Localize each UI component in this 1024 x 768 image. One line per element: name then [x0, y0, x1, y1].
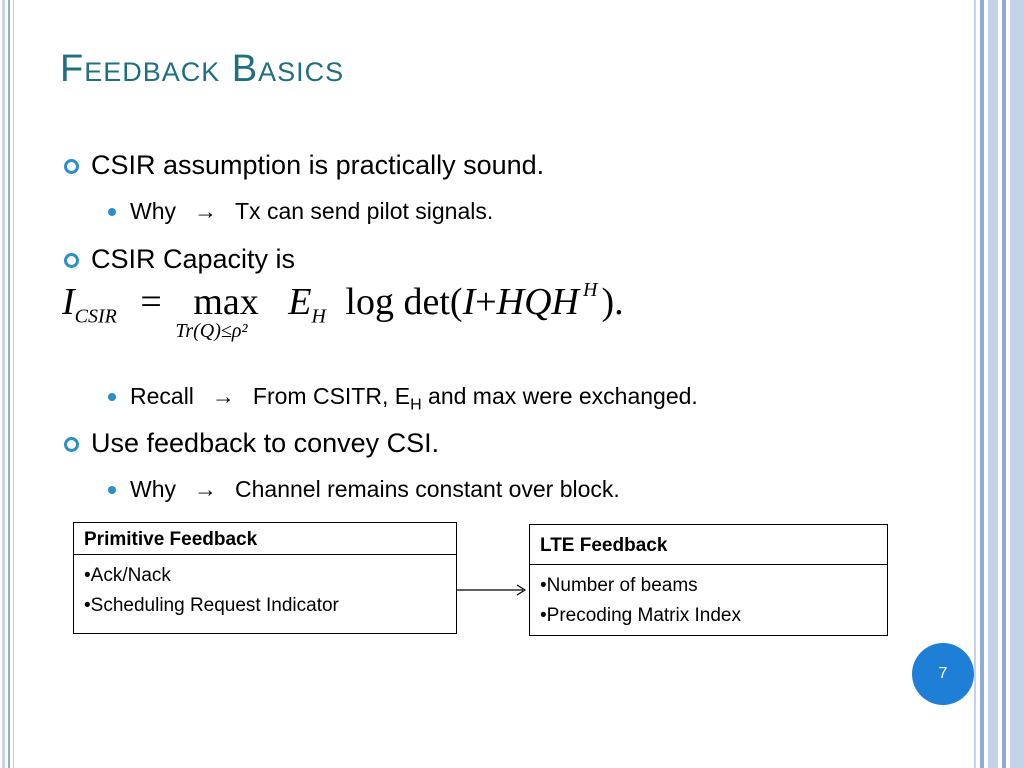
bullet-item: Use feedback to convey CSI. [64, 428, 439, 459]
bullet-text: CSIR Capacity is [91, 244, 296, 274]
formula-equals: = [140, 281, 162, 323]
formula-body-end: ). [601, 281, 624, 323]
right-border-decoration [974, 0, 1024, 768]
sub-bullet-lead: Recall [130, 383, 194, 409]
slide-title: Feedback Basics [60, 48, 345, 90]
formula-max: max [193, 281, 259, 323]
formula-sup: H [582, 279, 598, 301]
primitive-feedback-header: Primitive Feedback [74, 523, 456, 555]
sub-bullet-lead: Why [130, 476, 176, 502]
bullet-item: CSIR Capacity is [64, 244, 295, 275]
arrow-icon: → [194, 198, 217, 224]
sub-bullet-lead: Why [130, 198, 176, 224]
list-item: •Number of beams [540, 575, 698, 596]
connector-arrow-icon [457, 584, 527, 596]
sub-bullet-text: From CSITR, EH and max were exchanged. [253, 383, 698, 415]
sub-bullet-text: Tx can send pilot signals. [235, 198, 494, 224]
recall-text-before: From CSITR, E [252, 383, 411, 409]
formula-max-block: max Tr(Q)≤ρ² [175, 280, 259, 342]
dot-bullet-icon [108, 208, 116, 216]
list-item: •Precoding Matrix Index [540, 605, 741, 626]
bullet-text: Use feedback to convey CSI. [91, 428, 440, 458]
formula-expect-sub: H [311, 305, 326, 328]
sub-bullet-item: Recall → From CSITR, EH and max were exc… [108, 383, 698, 415]
sub-bullet-item: Why → Tx can send pilot signals. [108, 198, 493, 225]
lte-feedback-table: LTE Feedback •Number of beams •Precoding… [529, 524, 888, 636]
recall-subscript: H [410, 396, 422, 414]
list-item: •Ack/Nack [84, 565, 171, 586]
ring-bullet-icon [64, 253, 79, 268]
dot-bullet-icon [108, 486, 116, 494]
formula-lhs-sub: CSIR [74, 305, 117, 328]
arrow-icon: → [211, 383, 235, 409]
list-item: •Scheduling Request Indicator [84, 595, 339, 616]
formula-body-start: log det( [345, 281, 463, 323]
primitive-feedback-body: •Ack/Nack •Scheduling Request Indicator [74, 555, 456, 627]
ring-bullet-icon [64, 159, 79, 174]
formula-max-sub: Tr(Q)≤ρ² [175, 320, 248, 342]
left-border-decoration [0, 0, 20, 768]
bullet-text: CSIR assumption is practically sound. [91, 150, 545, 180]
lte-feedback-header: LTE Feedback [530, 525, 887, 565]
formula-expect: E [288, 281, 312, 323]
bullet-item: CSIR assumption is practically sound. [64, 150, 544, 181]
dot-bullet-icon [108, 393, 116, 401]
formula-lhs: I [62, 281, 75, 323]
page-number-badge: 7 [912, 643, 974, 705]
recall-text-after: and max were exchanged. [421, 383, 698, 409]
formula-plus: + [475, 281, 497, 323]
ring-bullet-icon [64, 437, 79, 452]
lte-feedback-body: •Number of beams •Precoding Matrix Index [530, 565, 887, 637]
formula-identity: I [462, 281, 476, 323]
primitive-feedback-table: Primitive Feedback •Ack/Nack •Scheduling… [73, 522, 457, 634]
sub-bullet-text: Channel remains constant over block. [235, 476, 620, 502]
formula-hqh: HQH [496, 281, 579, 323]
sub-bullet-item: Why → Channel remains constant over bloc… [108, 476, 620, 503]
arrow-icon: → [194, 476, 217, 502]
